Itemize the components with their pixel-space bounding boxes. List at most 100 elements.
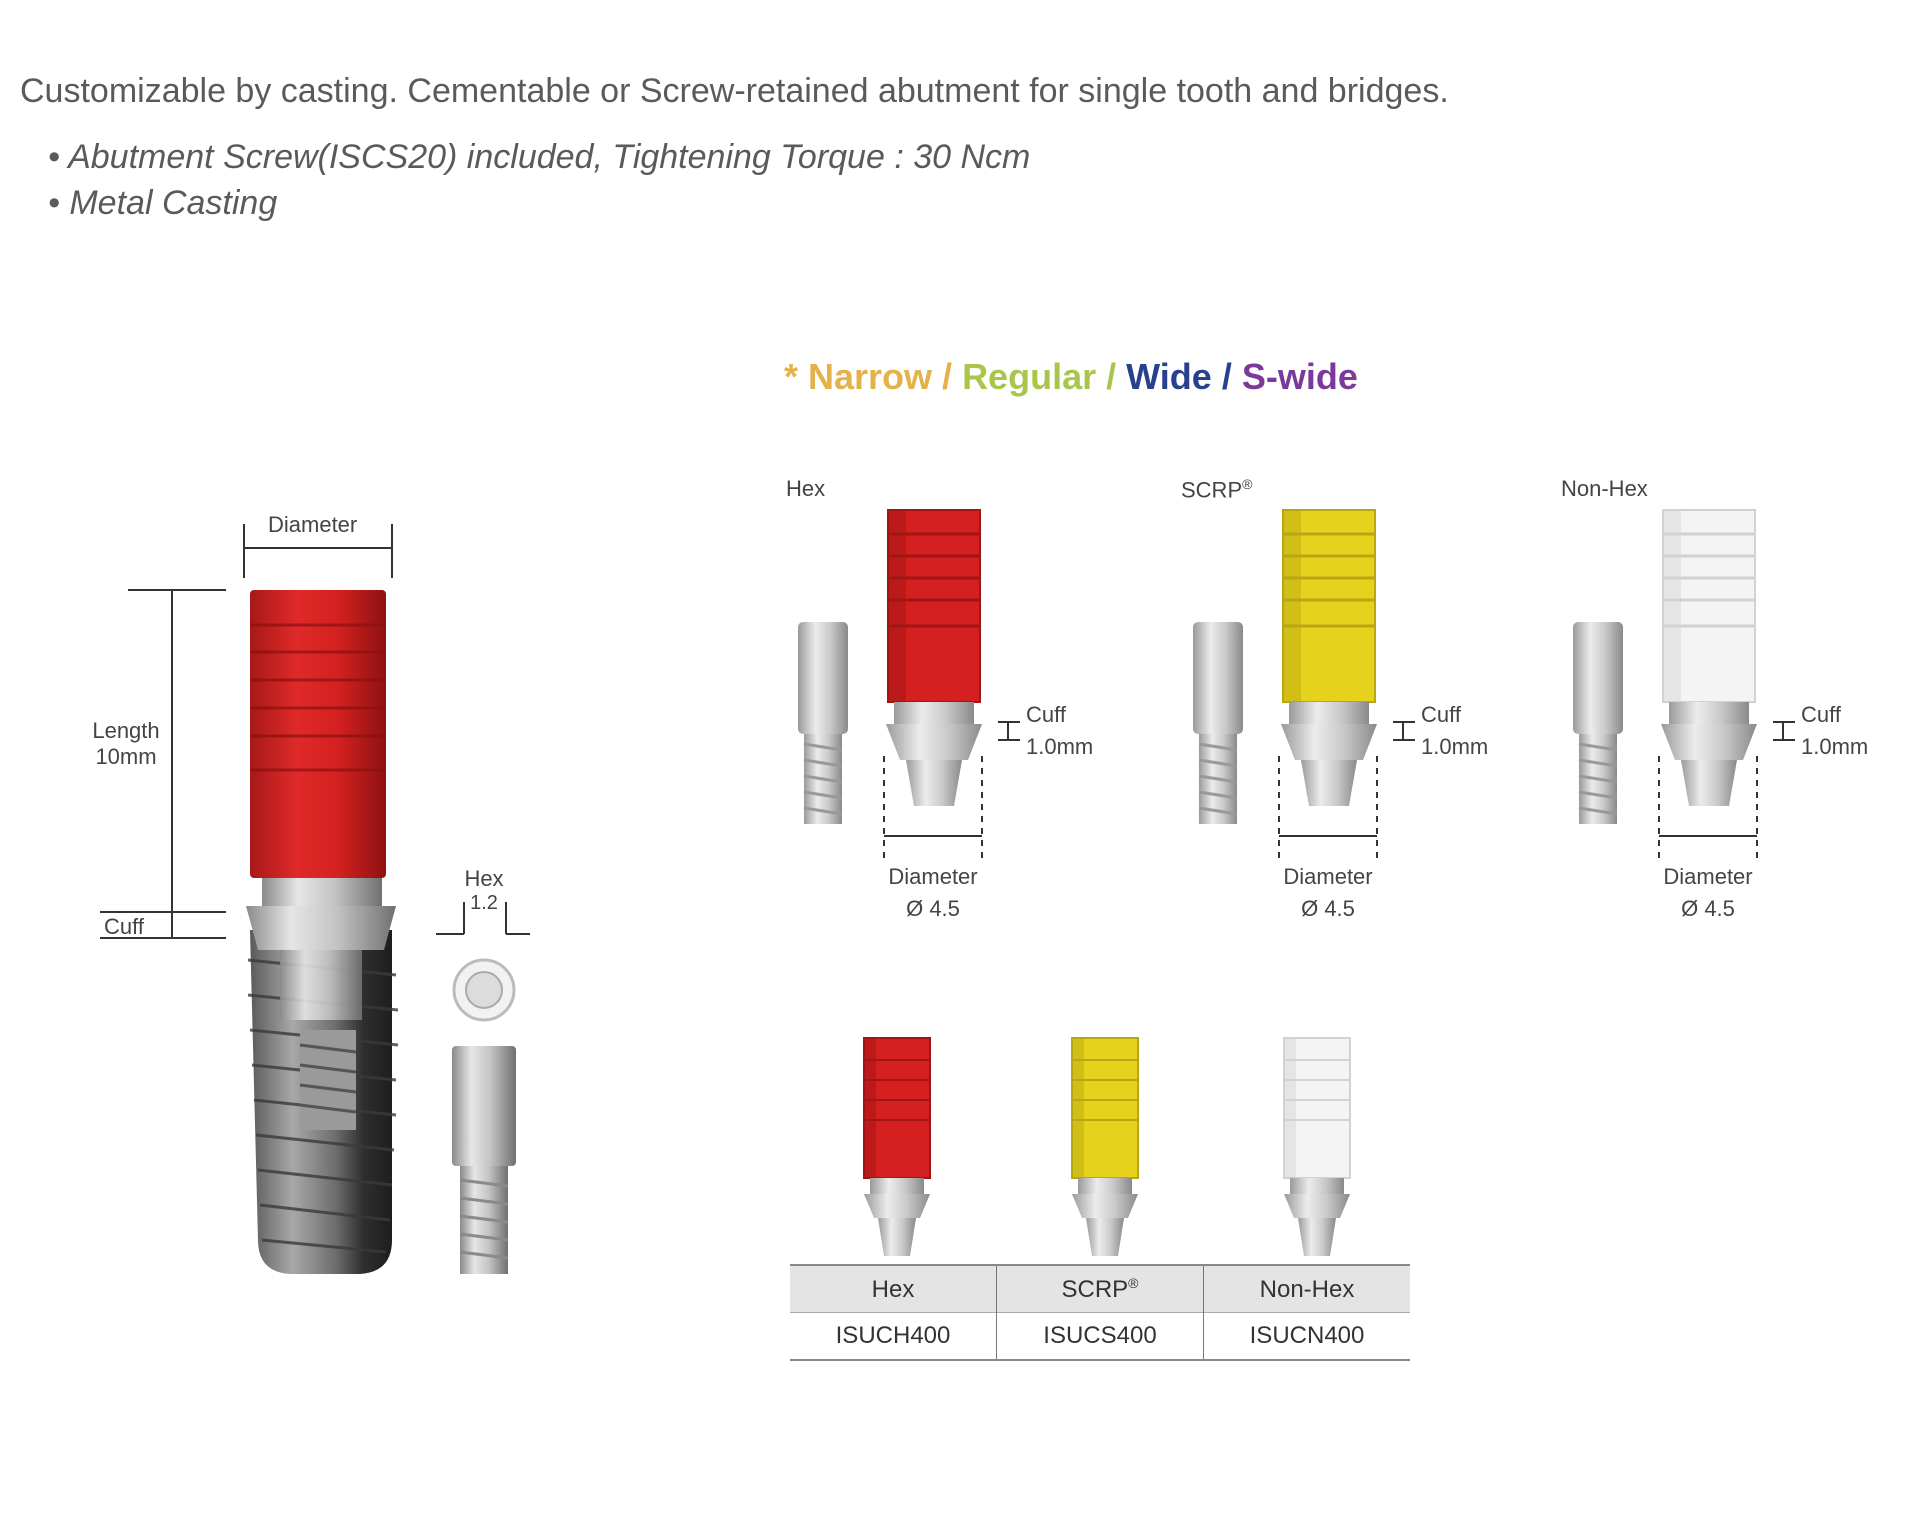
thumb-collar: [1078, 1178, 1132, 1194]
hex-value: 1.2: [470, 892, 498, 914]
table-cell-code: ISUCN400: [1203, 1312, 1410, 1361]
table-cell-code: ISUCS400: [996, 1312, 1204, 1361]
length-label-line1: Length: [92, 718, 160, 743]
abutment-collar: [246, 878, 396, 1020]
screw-head: [1193, 622, 1243, 734]
variant-type-label: Hex: [786, 476, 826, 501]
hex-top-view: [452, 958, 516, 1022]
sleeve-shadow: [888, 510, 906, 702]
legend-separator: /: [932, 356, 963, 397]
abutment-screw: [452, 1046, 516, 1274]
casting-sleeve: [250, 590, 386, 878]
variant-0-art: [798, 509, 1020, 860]
variant-2-art: [1573, 509, 1795, 860]
screw-thread: [1198, 774, 1238, 784]
screw-thread: [1198, 790, 1238, 800]
variant-diameter-value: Ø 4.5: [1301, 896, 1355, 921]
sleeve-shadow: [1663, 510, 1681, 702]
variant-cuff-value: 1.0mm: [1026, 734, 1094, 759]
thumb-sleeve: [863, 1037, 931, 1179]
variant-1-art: [1193, 509, 1415, 860]
registered-mark: ®: [1242, 476, 1253, 492]
connection: [906, 760, 962, 806]
variant-diameter-label: Diameter: [888, 864, 978, 889]
variant-diameter-value: Ø 4.5: [1681, 896, 1735, 921]
screw-thread: [803, 742, 843, 752]
thumb-collar: [1290, 1178, 1344, 1194]
variant-cuff-value: 1.0mm: [1801, 734, 1869, 759]
bullet-text: Metal Casting: [69, 184, 278, 222]
legend-s-wide: S-wide: [1241, 356, 1358, 397]
headline: Customizable by casting. Cementable or S…: [20, 72, 1449, 110]
hex-label: Hex: [464, 866, 504, 891]
thumbnail-0: [863, 1037, 931, 1256]
dimension-lines: [100, 524, 530, 939]
table-row: ISUCH400 ISUCS400 ISUCN400: [790, 1312, 1410, 1361]
thumb-collar: [870, 1178, 924, 1194]
thumbnail-1: [1071, 1037, 1139, 1256]
legend-separator: /: [1096, 356, 1127, 397]
screw-thread: [1198, 758, 1238, 768]
table-header-cell: SCRP®: [996, 1264, 1204, 1313]
variant-diameter-label: Diameter: [1283, 864, 1373, 889]
bullet-item: • Abutment Screw(ISCS20) included, Tight…: [48, 138, 1031, 176]
table-header-cell: Hex: [790, 1264, 997, 1313]
screw-thread: [803, 790, 843, 800]
screw-thread: [803, 806, 843, 816]
collar-taper: [1281, 724, 1377, 760]
thumb-shadow: [1072, 1038, 1084, 1178]
screw-thread: [803, 774, 843, 784]
variant-cuff-label: Cuff: [1801, 702, 1841, 727]
cuff-label: Cuff: [104, 914, 144, 939]
collar: [1669, 702, 1749, 724]
screw-thread: [1578, 758, 1618, 768]
thumb-shadow: [1284, 1038, 1296, 1178]
size-legend: * Narrow / Regular / Wide / S-wide: [784, 356, 1358, 398]
variant-cuff-label: Cuff: [1421, 702, 1461, 727]
screw-thread: [1578, 790, 1618, 800]
thumbnail-2: [1283, 1037, 1351, 1256]
bullet-text: Abutment Screw(ISCS20) included, Tighten…: [68, 138, 1031, 176]
screw-thread: [1578, 774, 1618, 784]
diameter-label: Diameter: [268, 512, 358, 537]
thumb-taper: [1072, 1194, 1138, 1218]
collar-taper: [1661, 724, 1757, 760]
product-code-table: Hex SCRP® Non-Hex ISUCH400 ISUCS400 ISUC…: [790, 1264, 1410, 1361]
screw-thread: [803, 758, 843, 768]
legend-narrow: Narrow: [808, 356, 933, 397]
variant-cuff-label: Cuff: [1026, 702, 1066, 727]
screw-thread: [1198, 742, 1238, 752]
thumb-connection: [878, 1218, 916, 1256]
table-cell-code: ISUCH400: [790, 1312, 997, 1361]
connection: [1681, 760, 1737, 806]
thumb-sleeve: [1283, 1037, 1351, 1179]
thumb-shadow: [864, 1038, 876, 1178]
variant-diameter-label: Diameter: [1663, 864, 1753, 889]
screw-thread: [1578, 806, 1618, 816]
table-header-row: Hex SCRP® Non-Hex: [790, 1264, 1410, 1313]
variant-diameter-value: Ø 4.5: [906, 896, 960, 921]
legend-separator: /: [1211, 356, 1242, 397]
legend-regular: Regular: [962, 356, 1097, 397]
legend-prefix: *: [784, 356, 809, 397]
screw-head: [798, 622, 848, 734]
variant-type-label: Non-Hex: [1561, 476, 1648, 501]
length-label: Length 10mm: [66, 718, 186, 770]
collar: [894, 702, 974, 724]
screw-thread: [1198, 806, 1238, 816]
thumb-taper: [1284, 1194, 1350, 1218]
sleeve: [887, 509, 981, 703]
collar-taper: [886, 724, 982, 760]
connection: [1301, 760, 1357, 806]
thumb-taper: [864, 1194, 930, 1218]
variant-cuff-value: 1.0mm: [1421, 734, 1489, 759]
thumb-sleeve: [1071, 1037, 1139, 1179]
thumb-connection: [1086, 1218, 1124, 1256]
screw-thread: [1578, 742, 1618, 752]
sleeve-shadow: [1283, 510, 1301, 702]
collar: [1289, 702, 1369, 724]
variant-type-label: SCRP®: [1181, 476, 1253, 503]
length-label-line2: 10mm: [95, 744, 157, 769]
